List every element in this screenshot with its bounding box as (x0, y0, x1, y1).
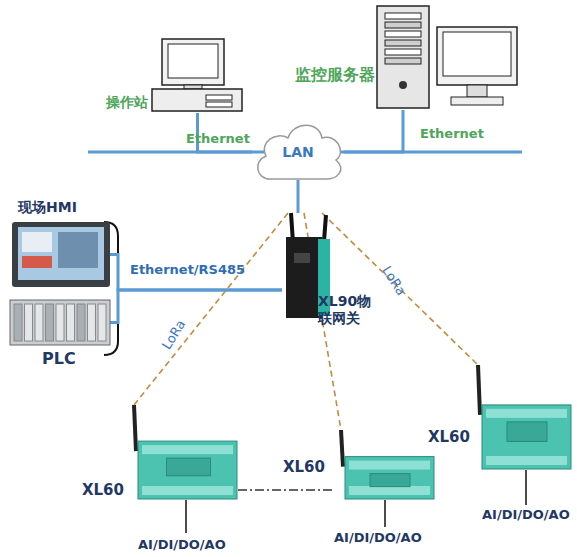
io-wire (384, 500, 386, 527)
hmi-panel: 现场HMI (12, 222, 110, 287)
link-label: Ethernet (186, 131, 250, 147)
io-wire (525, 470, 527, 505)
node-label: XL90物 联网关 (318, 293, 372, 327)
fieldbus-link (110, 255, 282, 291)
node-label: 操作站 (106, 94, 148, 111)
ethernet-link (297, 180, 300, 213)
link-label: Ethernet/RS485 (130, 262, 245, 278)
monitoring-server: 监控服务器 (375, 5, 520, 110)
node-label: 现场HMI (18, 199, 77, 216)
link-label: LoRa (159, 317, 189, 352)
node-label: XL60 (283, 458, 325, 476)
io-label: AI/DI/DO/AO (482, 507, 570, 523)
io-module: XL60 (335, 430, 435, 500)
io-module-icon (335, 430, 435, 500)
io-label: AI/DI/DO/AO (138, 537, 226, 553)
node-label: PLC (42, 349, 76, 368)
hmi-panel-icon (12, 222, 110, 287)
lora-link (134, 213, 288, 405)
module-link (238, 489, 335, 491)
operator-station: 操作站 (150, 38, 245, 113)
io-label: AI/DI/DO/AO (334, 530, 422, 546)
io-module: XL60 (472, 365, 572, 470)
io-module-icon (128, 405, 238, 500)
iot-gateway: XL90物 联网关 (282, 213, 332, 320)
node-label: XL60 (82, 481, 124, 499)
lan-cloud: LAN (252, 118, 344, 180)
io-wire (185, 500, 187, 533)
ethernet-link (344, 110, 403, 152)
node-label: 监控服务器 (295, 65, 375, 84)
fieldbus-link (110, 290, 282, 323)
plc-rack: PLC (10, 300, 110, 345)
io-module-icon (472, 365, 572, 470)
monitoring-server-icon (375, 5, 520, 110)
node-label: XL60 (428, 428, 470, 446)
plc-rack-icon (10, 300, 110, 345)
operator-station-icon (150, 38, 245, 113)
node-label: LAN (252, 144, 344, 161)
lora-link (322, 213, 478, 365)
io-module: XL60 (128, 405, 238, 500)
link-label: Ethernet (420, 126, 484, 142)
